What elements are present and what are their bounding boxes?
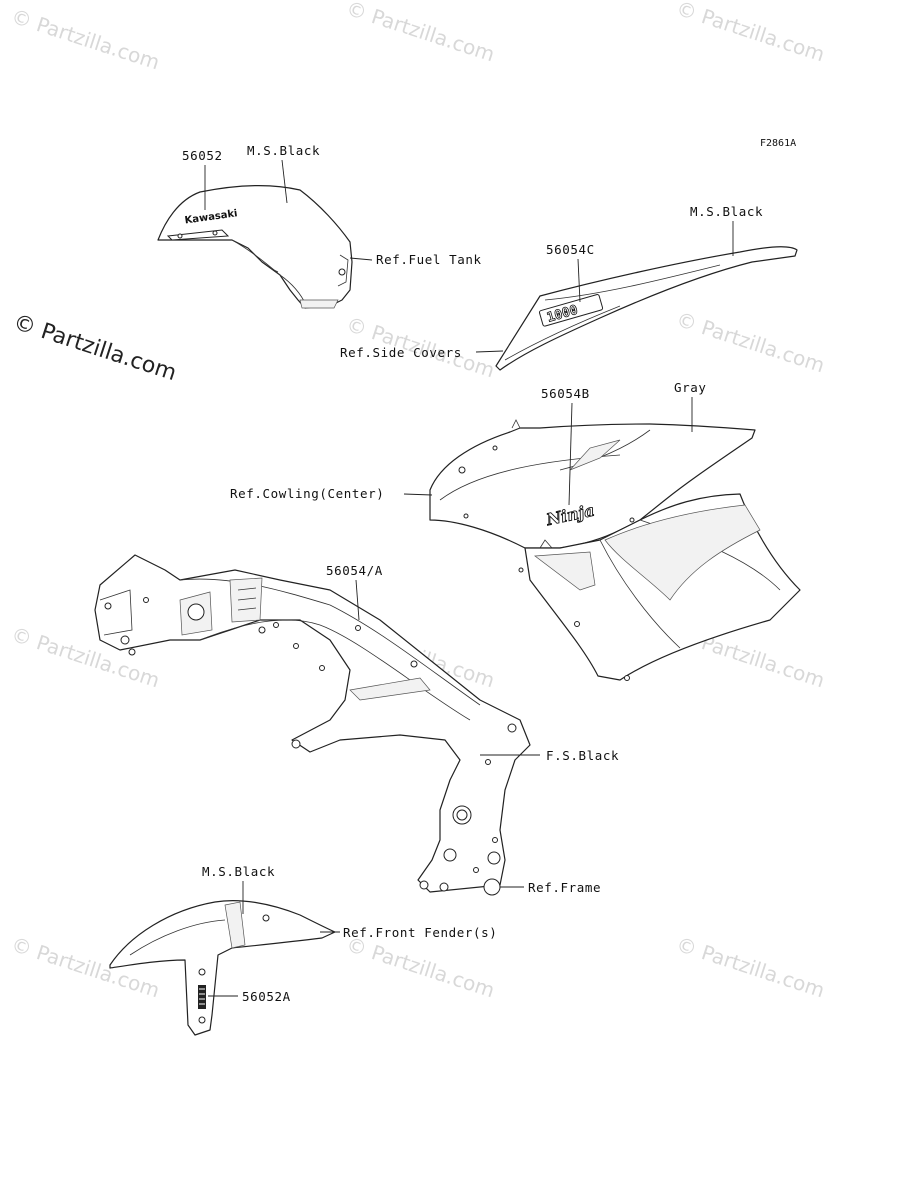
label-cowling-part: 56054B (541, 386, 590, 401)
label-fender-color: M.S.Black (202, 864, 275, 879)
bolt-hole (198, 968, 206, 976)
bolt-hole (487, 851, 501, 865)
watermark: © Partzilla.com (343, 0, 497, 66)
bolt-hole (120, 635, 130, 645)
bolt-hole (258, 626, 266, 634)
bolt-hole (128, 648, 136, 656)
label-fuel-tank-part: 56052 (182, 148, 223, 163)
bolt-hole (198, 1016, 206, 1024)
bolt-hole (410, 660, 418, 668)
label-fuel-tank-ref: Ref.Fuel Tank (376, 252, 482, 267)
bolt-hole (473, 867, 479, 873)
label-side-cover-color: M.S.Black (690, 204, 763, 219)
bolt-hole (574, 621, 580, 627)
bolt-hole (507, 723, 517, 733)
bolt-hole (443, 848, 457, 862)
bolt-hole (492, 445, 498, 451)
decal-1000-frame (539, 294, 604, 327)
bolt-hole (629, 517, 635, 523)
bolt-hole (104, 602, 112, 610)
label-frame-part: 56054/A (326, 563, 383, 578)
watermark: © Partzilla.com (8, 4, 162, 75)
side-cover: 1000 (495, 246, 798, 371)
front-fender (109, 900, 336, 1036)
decal-fender-stripe (198, 985, 206, 1009)
bolt-hole (624, 675, 630, 681)
leader-line (281, 159, 288, 204)
bolt-hole (483, 878, 501, 896)
bolt-hole (439, 882, 449, 892)
frame (94, 554, 531, 896)
watermark: © Partzilla.com (673, 932, 827, 1003)
bolt-hole (273, 622, 279, 628)
leader-line (577, 258, 581, 303)
bolt-hole (456, 809, 468, 821)
fuel-tank: Kawasaki (157, 185, 353, 309)
label-cowling-ref: Ref.Cowling(Center) (230, 486, 384, 501)
label-frame-color: F.S.Black (546, 748, 619, 763)
watermark-main: © Partzilla.com (10, 310, 179, 386)
label-frame-ref: Ref.Frame (528, 880, 601, 895)
leader-line (475, 350, 504, 353)
leader-line (349, 257, 373, 261)
leader-line (568, 402, 573, 506)
bolt-hole (338, 268, 346, 276)
bolt-hole (143, 597, 149, 603)
bolt-hole (319, 665, 325, 671)
bolt-hole (291, 739, 301, 749)
bolt-hole (485, 759, 491, 765)
bolt-hole (419, 880, 429, 890)
figure-code: F2861A (760, 138, 796, 149)
bolt-hole (177, 233, 183, 239)
label-fuel-tank-color: M.S.Black (247, 143, 320, 158)
leader-line (355, 579, 360, 621)
watermark: © Partzilla.com (343, 932, 497, 1003)
label-side-cover-ref: Ref.Side Covers (340, 345, 462, 360)
watermark: © Partzilla.com (673, 307, 827, 378)
cowling-center: Ninja (429, 419, 801, 681)
leader-line (403, 493, 433, 496)
bolt-hole (463, 513, 469, 519)
bolt-hole (262, 914, 270, 922)
bolt-hole (458, 466, 466, 474)
bolt-hole (355, 625, 361, 631)
bolt-hole (518, 567, 524, 573)
bolt-hole (492, 837, 498, 843)
label-fender-part: 56052A (242, 989, 291, 1004)
label-fender-ref: Ref.Front Fender(s) (343, 925, 497, 940)
watermark: © Partzilla.com (673, 0, 827, 66)
bolt-hole (187, 603, 205, 621)
label-cowling-color: Gray (674, 380, 707, 395)
bolt-hole (293, 643, 299, 649)
label-side-cover-part: 56054C (546, 242, 595, 257)
bolt-hole (212, 230, 218, 236)
